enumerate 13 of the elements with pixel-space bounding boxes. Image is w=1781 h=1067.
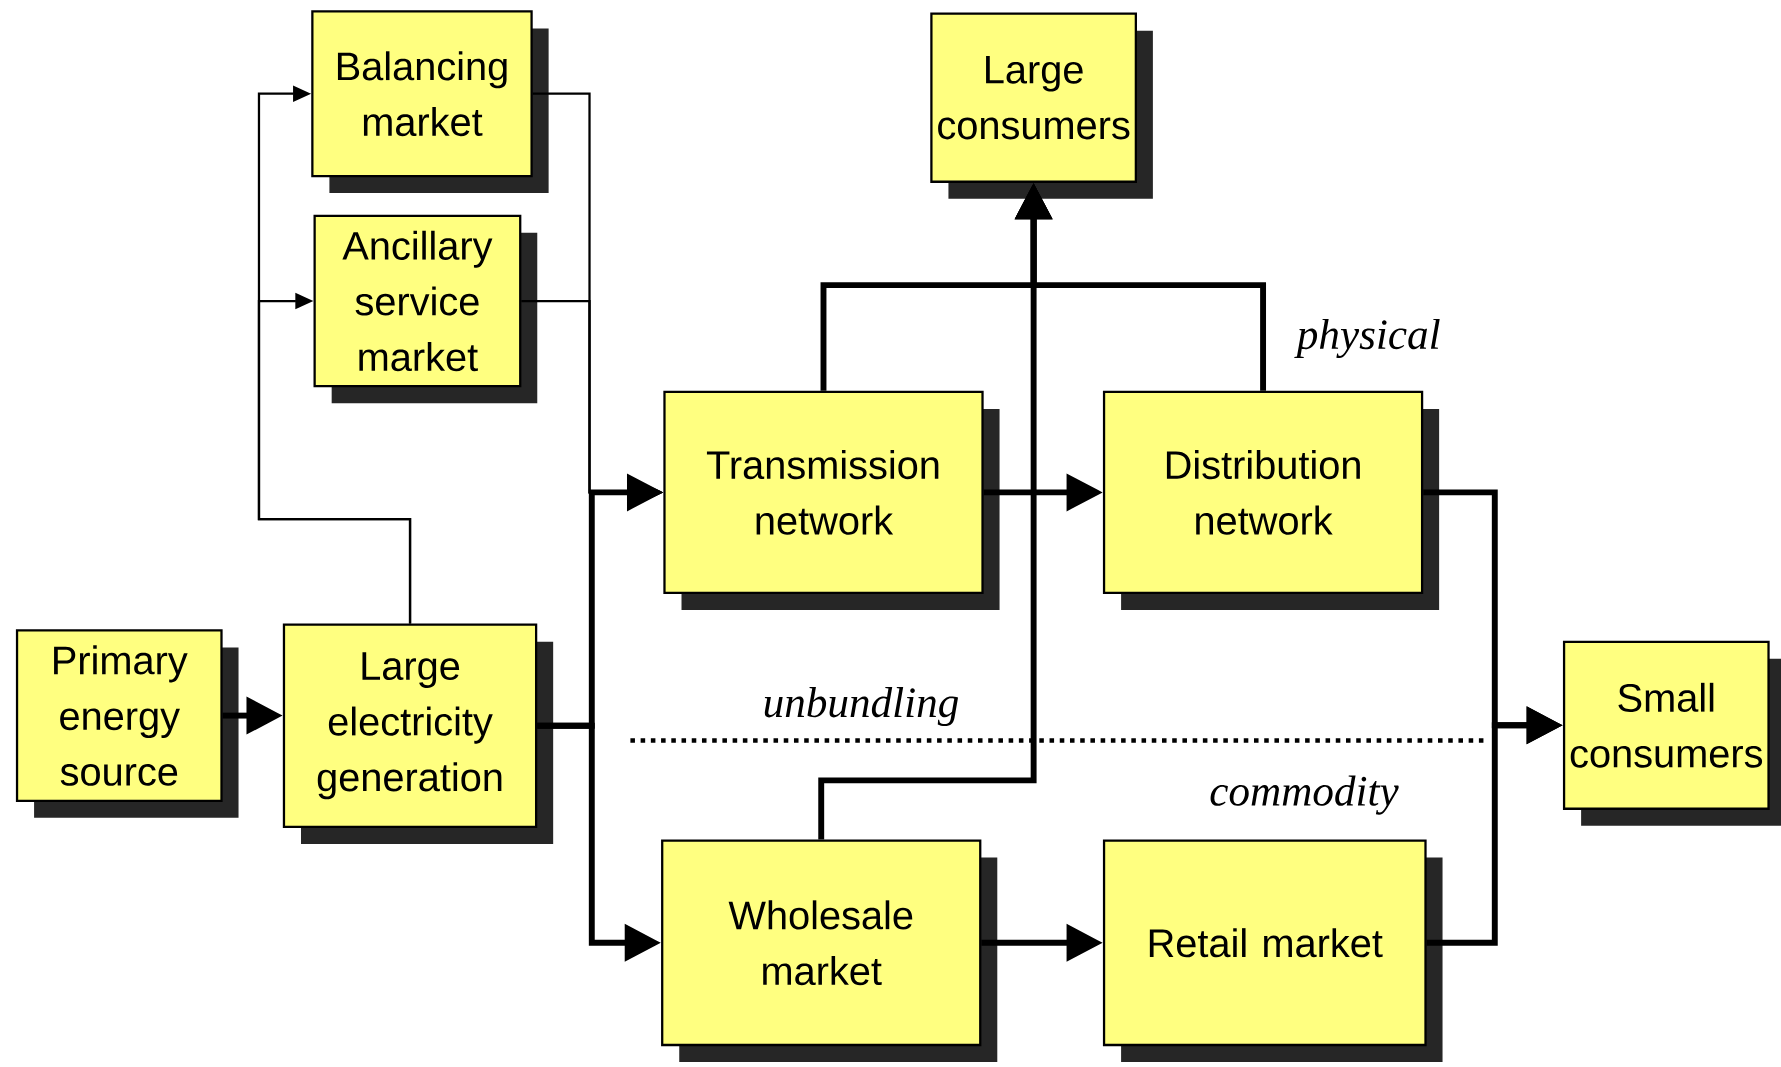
- process-box: Primary energy source: [15, 629, 239, 819]
- process-box: Balancing market: [311, 10, 549, 194]
- italic-label: unbundling: [764, 687, 959, 727]
- process-box: Small consumers: [1562, 640, 1781, 826]
- process-box: Large electricity generation: [282, 623, 554, 845]
- process-box: Wholesale market: [661, 839, 998, 1063]
- process-box: Large consumers: [930, 12, 1153, 199]
- process-box: Distribution network: [1102, 390, 1440, 611]
- process-box: Ancillary service market: [313, 214, 538, 404]
- arrow: [257, 292, 412, 624]
- process-box: Transmission network: [663, 390, 1000, 611]
- process-box: Retail market: [1102, 839, 1443, 1063]
- italic-label: physical: [1294, 319, 1440, 359]
